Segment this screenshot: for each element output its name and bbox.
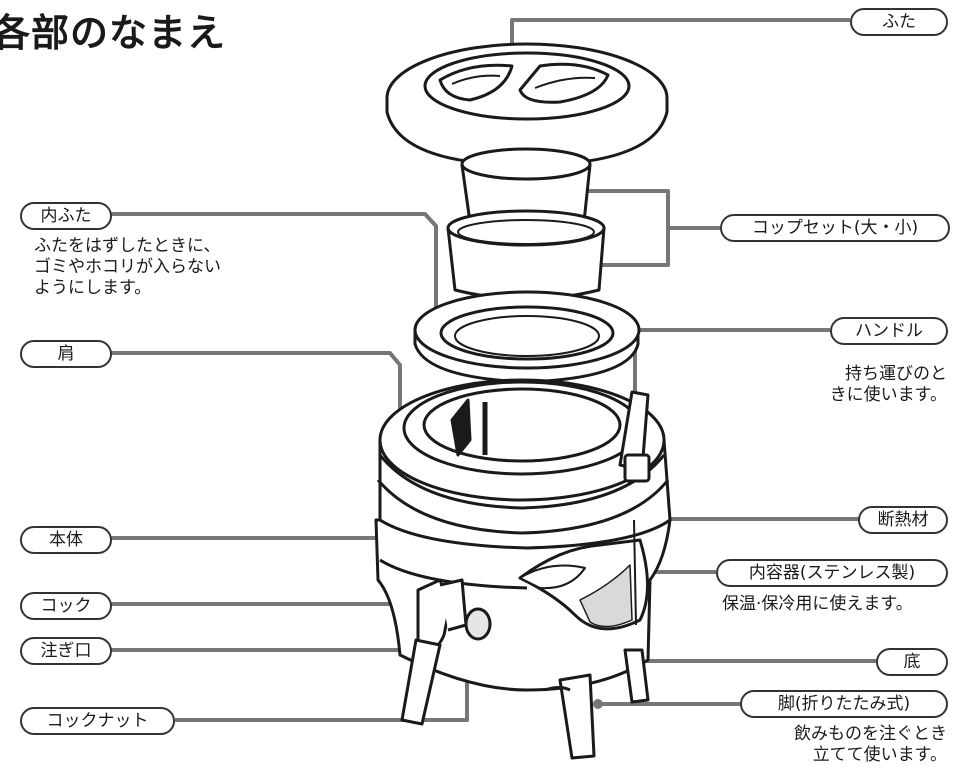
note-handle: 持ち運びのと きに使います。 (829, 364, 947, 405)
label-cup-set: コップセット(大・小) (720, 214, 950, 242)
inner-lid (413, 290, 641, 384)
leader-kata (110, 351, 402, 430)
label-naiyoki: 内容器(ステンレス製) (716, 559, 948, 587)
lid (385, 42, 669, 167)
body (374, 378, 672, 692)
label-cock: コック (20, 592, 112, 620)
legs (400, 638, 650, 760)
label-kyaku: 脚(折りたたみ式) (740, 690, 948, 718)
note-uchifuta: ふたをはずしたときに、 ゴミやホコリが入らない ようにします。 (34, 236, 221, 298)
note-kyaku: 飲みものを注ぐとき 立てて使います。 (794, 724, 947, 765)
label-cock-nut: コックナット (20, 707, 175, 735)
label-dannetsuzai: 断熱材 (858, 506, 948, 534)
label-kata: 肩 (20, 340, 112, 368)
leader-cup-set (524, 189, 720, 230)
cooler-drawing (374, 42, 672, 760)
label-futa: ふた (850, 8, 948, 36)
label-handle: ハンドル (830, 317, 948, 345)
leader-uchifuta (110, 212, 438, 322)
label-hontai: 本体 (20, 526, 112, 554)
cup-large (446, 209, 606, 301)
note-naiyoki: 保温·保冷用に使えます。 (722, 594, 913, 614)
label-sosogiguchi: 注ぎ口 (20, 637, 112, 665)
label-soko: 底 (876, 648, 948, 676)
label-uchifuta: 内ふた (20, 202, 112, 230)
page-title: 各部のなまえ (0, 11, 227, 55)
